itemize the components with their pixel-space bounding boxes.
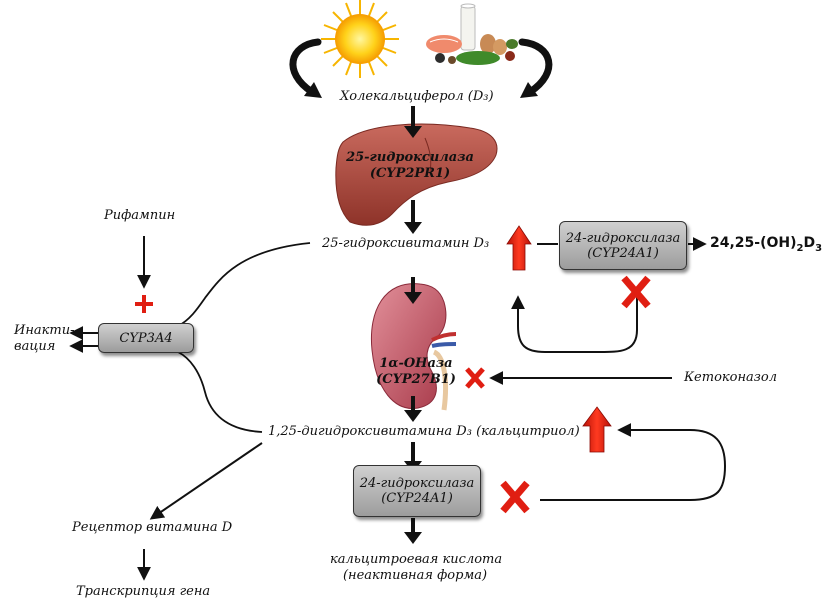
calcitroic-acid-label: кальцитроевая кислота (неактивная форма) (330, 552, 503, 584)
product-sub1: 2 (796, 242, 804, 254)
red-up-arrow-top (506, 225, 532, 271)
curve-calcidiol-cyp3a4 (177, 242, 311, 327)
kidney-enzyme-label: 1α-OHаза (CYP27B1) (366, 356, 466, 388)
cyp24a1-top-enzyme: 24-гидроксилаза (565, 230, 681, 246)
cyp24a1-box-bottom: 24-гидроксилаза (CYP24A1) (353, 465, 481, 517)
product-prefix: 24,25-(OH) (710, 235, 797, 251)
cyp24a1-bottom-gene: (CYP24A1) (381, 491, 453, 506)
right-curved-arrow (518, 38, 553, 96)
red-plus-icon (135, 295, 153, 313)
liver-enzyme-gene: (CYP2PR1) (369, 166, 451, 181)
calcitroic-line2: (неактивная форма) (342, 568, 488, 583)
product-sub2: 3 (815, 242, 823, 254)
cyp24a1-top-gene: (CYP24A1) (587, 245, 659, 261)
ketoconazole-label: Кетоконазол (684, 370, 778, 385)
liver-enzyme-label: 25-гидроксилаза (CYP2PR1) (340, 150, 480, 182)
red-x-icon-top (621, 275, 651, 309)
feedback-loop-bottom (540, 423, 727, 501)
kidney-enzyme-name: 1α-OHаза (379, 356, 453, 371)
red-x-icon-kidney (465, 367, 485, 389)
calcitriol-label: 1,25-дигидроксивитамина D₃ (кальцитриол) (268, 424, 580, 439)
cholecalciferol-label: Холекальциферол (D₃) (340, 89, 494, 104)
red-x-icon-bottom (500, 480, 530, 514)
liver-enzyme-name: 25-гидроксилаза (346, 150, 474, 165)
cyp24a1-bottom-enzyme: 24-гидроксилаза (359, 476, 475, 491)
kidney-enzyme-gene: (CYP27B1) (376, 372, 456, 387)
rifampin-label: Рифампин (104, 208, 176, 223)
sun-icon (321, 0, 399, 78)
food-icon (426, 3, 518, 65)
feedback-loop-top (511, 295, 638, 353)
cyp3a4-label: CYP3A4 (119, 330, 173, 346)
product-mid: D (803, 235, 816, 251)
vdr-label: Рецептор витамина D (72, 520, 233, 535)
inactivation-line1: Инакти- (14, 323, 75, 338)
red-up-arrow-bottom (582, 406, 612, 453)
kidney-icon (370, 283, 447, 409)
liver-icon (335, 123, 498, 226)
left-curved-arrow (289, 38, 322, 96)
cyp24a1-box-top: 24-гидроксилаза (CYP24A1) (559, 221, 687, 270)
curve-calcitriol-cyp3a4 (177, 351, 263, 433)
product-24-25-oh2-d3: 24,25-(OH)2D3 (710, 235, 822, 254)
gene-transcription-label: Транскрипция гена (76, 584, 211, 599)
calcitroic-line1: кальцитроевая кислота (330, 552, 503, 567)
renal-vessels (431, 332, 457, 411)
inactivation-label: Инакти- вация (14, 323, 75, 355)
calcidiol-label: 25-гидроксивитамин D₃ (322, 236, 490, 251)
cyp3a4-box: CYP3A4 (98, 323, 194, 353)
inactivation-line2: вация (14, 339, 56, 354)
